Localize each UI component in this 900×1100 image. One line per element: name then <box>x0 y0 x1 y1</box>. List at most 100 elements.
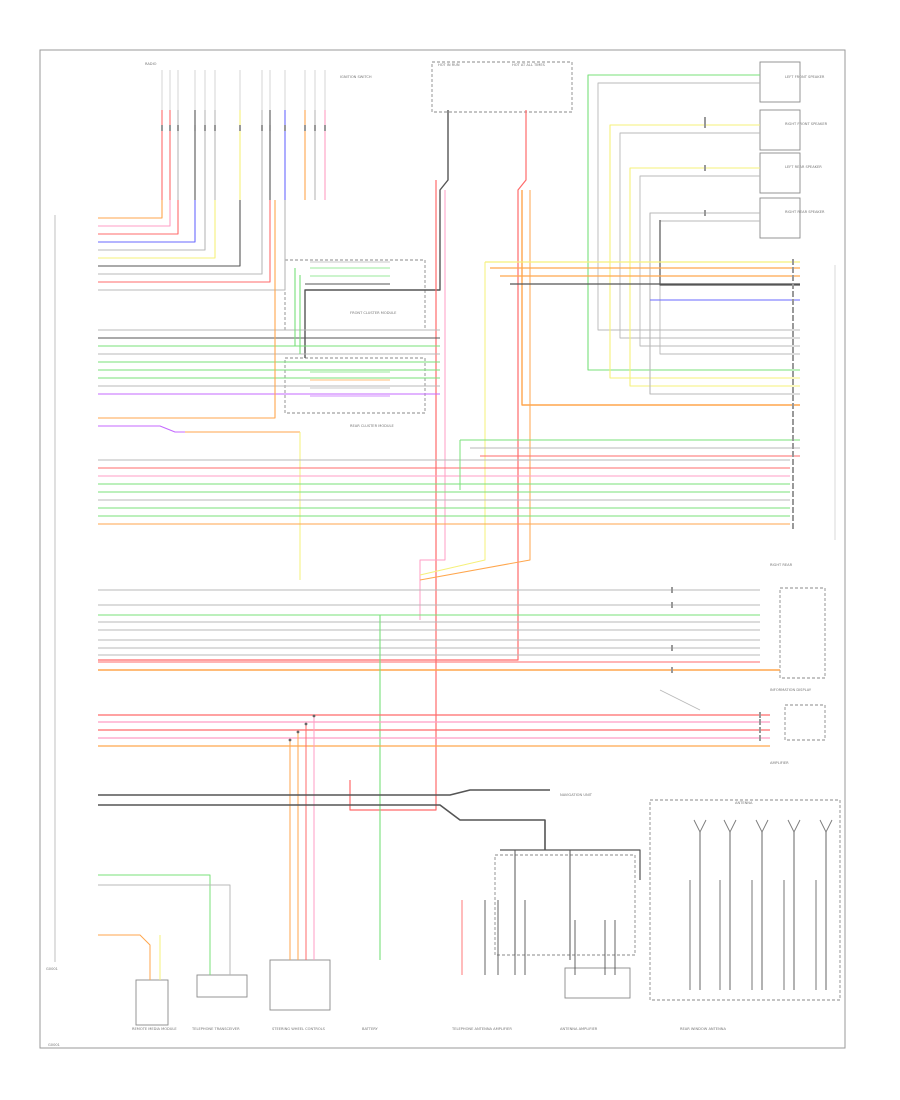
connector-pin-197 <box>759 712 761 718</box>
connector-pin-198 <box>759 719 761 725</box>
speaker-lf-label: LEFT FRONT SPEAKER <box>785 75 825 79</box>
component-boxes <box>135 61 841 1026</box>
connector-pin-38 <box>324 125 326 131</box>
amplifier-conn-label: AMPLIFIER <box>770 761 789 765</box>
bottom-left-text: G0001 <box>48 1043 60 1047</box>
connector-pin-187 <box>792 483 794 489</box>
splice-dot-129 <box>296 730 300 734</box>
connector-pin-181 <box>792 435 794 441</box>
antenna-element-2 <box>755 819 769 834</box>
bottom-label-5: TELEPHONE ANTENNA AMPLIFIER <box>451 1027 512 1031</box>
speaker-rf-label: RIGHT FRONT SPEAKER <box>785 122 828 126</box>
rear-cluster-label: REAR CLUSTER MODULE <box>350 424 395 428</box>
wire-53 <box>521 190 800 406</box>
wire-138 <box>98 884 231 975</box>
connector-pin-194 <box>671 602 673 608</box>
connector-pin-5 <box>169 125 171 131</box>
connector-pin-180 <box>792 427 794 433</box>
connector-pin-186 <box>792 475 794 481</box>
connector-pin-163 <box>792 291 794 297</box>
connector-pin-35 <box>314 125 316 131</box>
connector-pin-195 <box>671 645 673 651</box>
bottom-label-7: REAR WINDOW ANTENNA <box>680 1027 726 1031</box>
wire-48 <box>98 200 286 291</box>
connector-pin-182 <box>792 443 794 449</box>
wire-63 <box>659 220 800 286</box>
top-cap-label: RADIO <box>145 62 157 66</box>
wire-59 <box>629 167 800 387</box>
connector-pin-29 <box>284 125 286 131</box>
connector-pin-26 <box>269 125 271 131</box>
wire-117 <box>98 614 381 960</box>
connector-marks <box>161 117 794 742</box>
speaker-lf-box <box>759 61 801 103</box>
connector-pin-200 <box>759 735 761 741</box>
connector-pin-14 <box>204 125 206 131</box>
connector-pin-201 <box>704 117 706 123</box>
wire-43 <box>98 200 206 251</box>
wire-44 <box>98 200 216 259</box>
front-cluster-label: FRONT CLUSTER MODULE <box>350 311 397 315</box>
wire-51 <box>419 190 446 620</box>
wire-42 <box>98 200 196 243</box>
wire-49 <box>304 110 449 358</box>
wire-52 <box>98 110 527 661</box>
connector-pin-203 <box>704 165 706 171</box>
wire-39 <box>98 200 163 219</box>
wire-41 <box>98 200 179 235</box>
connector-pin-172 <box>792 363 794 369</box>
connector-pin-173 <box>792 371 794 377</box>
connector-pin-23 <box>261 125 263 131</box>
connector-pin-17 <box>214 125 216 131</box>
connector-pin-8 <box>177 125 179 131</box>
connector-pin-174 <box>792 379 794 385</box>
wire-47 <box>98 200 271 283</box>
connector-pin-184 <box>792 459 794 465</box>
connector-pin-171 <box>792 355 794 361</box>
wire-62 <box>659 220 800 355</box>
connector-pin-188 <box>792 491 794 497</box>
bottom-label-4: BATTERY <box>362 1027 379 1031</box>
rear-antenna-area <box>649 799 841 1001</box>
connector-pin-175 <box>792 387 794 393</box>
wire-139 <box>98 934 151 980</box>
wire-69 <box>419 262 486 576</box>
bottom-label-3: STEERING WHEEL CONTROLS <box>272 1027 326 1031</box>
steering-controls-box <box>269 959 331 1011</box>
wire-55 <box>587 74 800 371</box>
wire-54 <box>419 190 531 581</box>
wire-132 <box>98 789 550 796</box>
connector-pin-191 <box>792 515 794 521</box>
connector-pin-179 <box>792 419 794 425</box>
wire-89 <box>98 200 276 419</box>
wire-40 <box>98 200 171 227</box>
remote-media-box <box>135 979 169 1026</box>
splice-dot-128 <box>288 738 292 742</box>
connector-pin-159 <box>792 259 794 265</box>
connector-pin-162 <box>792 283 794 289</box>
corner-text: G0001 <box>46 967 58 971</box>
connector-pin-199 <box>759 727 761 733</box>
wire-134 <box>500 849 641 880</box>
connector-pin-164 <box>792 299 794 305</box>
diagram-frame <box>39 49 846 1049</box>
connector-pin-190 <box>792 507 794 513</box>
connector-pin-20 <box>239 125 241 131</box>
wire-79 <box>294 268 300 347</box>
hot-fuse-right-label: HOT AT ALL TIMES <box>512 63 546 67</box>
connector-pin-170 <box>792 347 794 353</box>
speaker-rf-box <box>759 109 801 151</box>
wire-61 <box>649 212 800 395</box>
connector-pin-176 <box>792 395 794 401</box>
connector-pin-161 <box>792 275 794 281</box>
connector-pin-11 <box>194 125 196 131</box>
connector-pin-183 <box>792 451 794 457</box>
telephone-antenna-area <box>494 854 636 956</box>
bottom-label-1: REMOTE MEDIA MODULE <box>132 1027 177 1031</box>
connector-pin-178 <box>792 411 794 417</box>
wire-90 <box>98 425 280 433</box>
hot-fuse-left-label: HOT IN RUN <box>438 63 460 67</box>
front-cluster-box <box>779 587 826 679</box>
